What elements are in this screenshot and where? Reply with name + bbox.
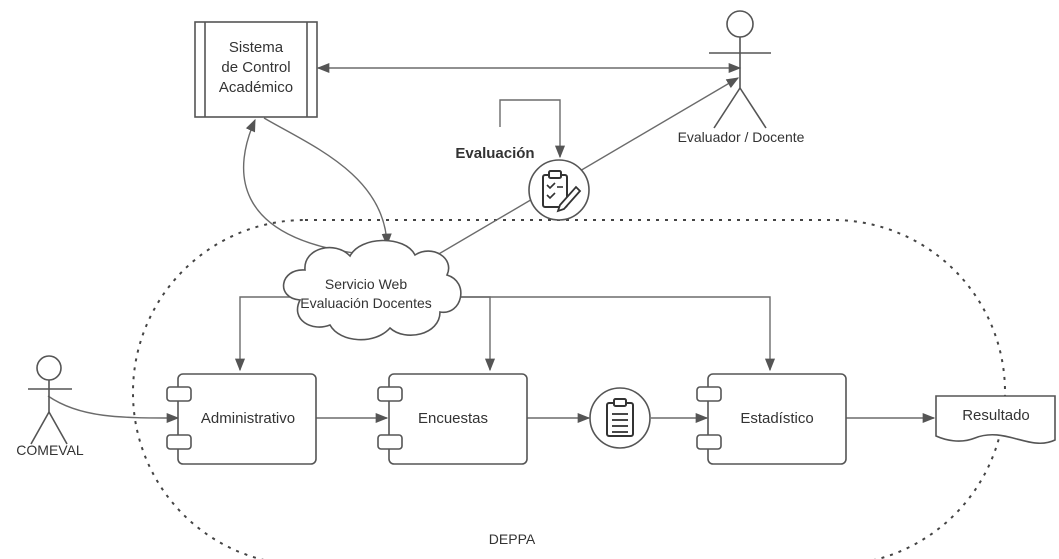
connector-sistema-servicio xyxy=(263,117,392,247)
encuestas-label: Encuestas xyxy=(418,410,488,427)
estadistico-label: Estadístico xyxy=(740,410,813,427)
actor-head-icon xyxy=(726,10,754,38)
encuestas-component[interactable]: Encuestas xyxy=(377,373,528,465)
evaluador-docente-actor[interactable]: Evaluador / Docente xyxy=(678,10,805,145)
sistema-control-academico-node[interactable]: Sistema de Control Académico xyxy=(194,21,318,118)
deppa-label: DEPPA xyxy=(489,531,536,547)
servicio-web-cloud[interactable]: Servicio Web Evaluación Docentes xyxy=(282,239,462,341)
sistema-label-line1: Sistema xyxy=(229,39,284,56)
comeval-label: COMEVAL xyxy=(16,442,84,458)
estadistico-component[interactable]: Estadístico xyxy=(696,373,847,465)
clipboard-edit-icon[interactable] xyxy=(528,159,590,221)
resultado-label: Resultado xyxy=(962,407,1030,424)
deppa-boundary xyxy=(132,219,1006,559)
servicio-label-line2: Evaluación Docentes xyxy=(300,295,432,311)
connector-evaluacion-loop xyxy=(499,99,566,159)
comeval-actor[interactable]: COMEVAL xyxy=(16,355,84,458)
evaluador-label: Evaluador / Docente xyxy=(678,129,805,145)
connector-comeval-administrativo xyxy=(47,395,180,424)
connector-servicio-estadistico xyxy=(445,296,776,372)
sistema-label-line3: Académico xyxy=(219,79,293,96)
evaluacion-label: Evaluación xyxy=(455,145,534,162)
connector-servicio-sistema xyxy=(242,118,371,256)
administrativo-label: Administrativo xyxy=(201,410,295,427)
sistema-label-line2: de Control xyxy=(221,59,290,76)
clipboard-list-icon[interactable] xyxy=(589,387,651,449)
resultado-document[interactable]: Resultado xyxy=(935,395,1056,445)
servicio-label-line1: Servicio Web xyxy=(325,276,407,292)
connector-servicio-administrativo xyxy=(234,296,290,372)
administrativo-component[interactable]: Administrativo xyxy=(166,373,317,465)
actor-head-icon xyxy=(36,355,62,381)
